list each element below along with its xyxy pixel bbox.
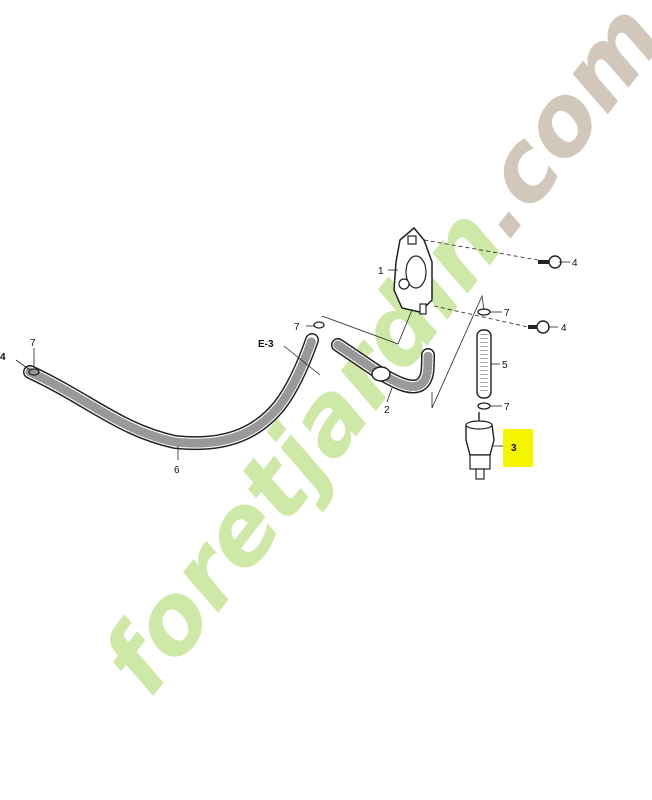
callout-7-lower-right[interactable]: 7 [504,402,510,413]
callout-4-left[interactable]: 4 [0,352,6,363]
reference-e3[interactable]: E-3 [258,339,274,350]
callout-1[interactable]: 1 [378,266,384,277]
leader-lines [15,239,570,460]
callout-7-left[interactable]: 7 [30,338,36,349]
bolt-lower [528,320,550,334]
callout-7-mid[interactable]: 7 [294,322,300,333]
callout-4-lower[interactable]: 4 [561,323,567,334]
bolt-upper [538,255,562,269]
callout-7-upper-right[interactable]: 7 [504,308,510,319]
hose-6 [23,333,319,451]
fuel-filter [465,412,495,480]
callout-4-upper[interactable]: 4 [572,258,578,269]
fuel-pump [393,226,433,315]
callout-5[interactable]: 5 [502,360,508,371]
hose-2 [331,338,435,394]
callout-6[interactable]: 6 [174,465,180,476]
hose-5 [476,329,492,399]
callout-2[interactable]: 2 [384,405,390,416]
callout-highlight [503,429,533,467]
callout-3[interactable]: 3 [511,443,517,454]
